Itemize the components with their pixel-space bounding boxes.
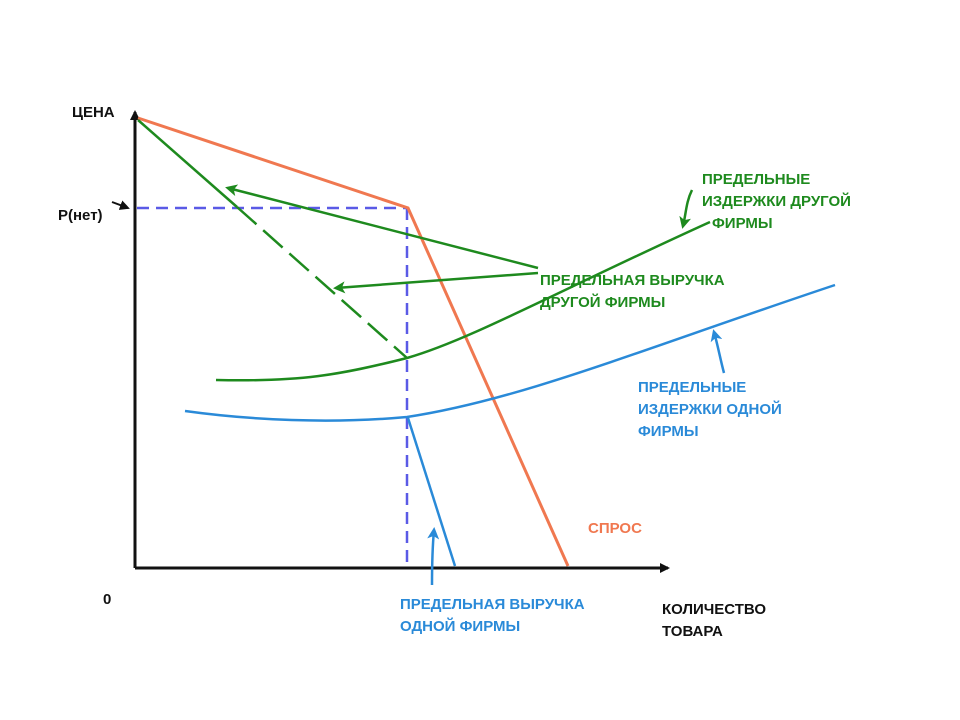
mr-other-pointer-upper [225,184,539,270]
mc-other-label-line1: ПРЕДЕЛЬНЫЕ [702,171,810,188]
x-axis-label-line2: ТОВАРА [662,623,723,640]
mr-one-pointer [427,527,440,586]
origin-label: 0 [103,591,111,608]
mr-one-line [406,417,457,567]
mr-one-label-line2: ОДНОЙ ФИРМЫ [400,617,520,635]
mc-other-label-line3: ФИРМЫ [712,215,773,232]
mr-one-label-line1: ПРЕДЕЛЬНАЯ ВЫРУЧКА [400,596,585,613]
mc-one-label-line2: ИЗДЕРЖКИ ОДНОЙ [638,400,782,418]
mr-other-solid [137,119,238,208]
mc-one-pointer [710,329,726,374]
mr-other-label-line1: ПРЕДЕЛЬНАЯ ВЫРУЧКА [540,272,725,289]
demand-label: СПРОС [588,520,642,537]
mr-other-label-line2: ДРУГОЙ ФИРМЫ [540,293,665,311]
mc-other-label-line2: ИЗДЕРЖКИ ДРУГОЙ [702,192,851,210]
mc-other-pointer [679,189,694,229]
x-axis-label-line1: КОЛИЧЕСТВО [662,601,766,618]
p-net-label: Р(нет) [58,207,103,224]
mr-other-pointer-lower [333,271,539,294]
mc-one-label-line3: ФИРМЫ [638,423,699,440]
p-indicator-arrow [111,200,130,210]
demand-curve [137,116,570,567]
mc-one-label-line1: ПРЕДЕЛЬНЫЕ [638,379,746,396]
y-axis-label: ЦЕНА [72,104,115,121]
mc-other-curve [215,220,711,382]
mc-one-curve [184,283,836,422]
mr-other-dashed [236,206,408,359]
